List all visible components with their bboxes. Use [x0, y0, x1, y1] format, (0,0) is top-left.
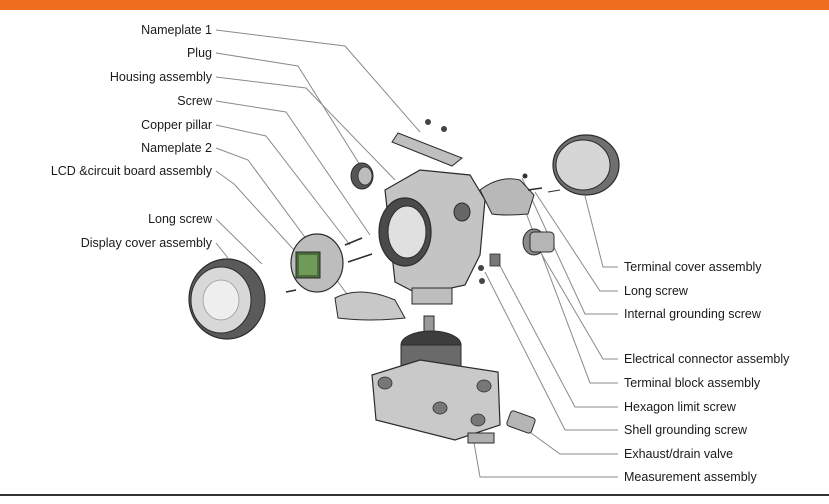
label-nameplate-1: Nameplate 1 [141, 23, 212, 37]
label-nameplate-2: Nameplate 2 [141, 141, 212, 155]
label-measurement: Measurement assembly [624, 470, 757, 484]
leader-long-screw-left [215, 218, 263, 265]
leader-hexagon-limit [497, 261, 618, 408]
label-electrical-connector: Electrical connector assembly [624, 352, 790, 366]
leader-measurement [469, 419, 618, 478]
leader-nameplate-1 [215, 29, 421, 133]
bottom-divider [0, 494, 829, 496]
label-plug: Plug [186, 46, 212, 60]
nameplate-1-part [391, 119, 463, 167]
label-exhaust-valve: Exhaust/drain valve [624, 447, 734, 461]
leader-terminal-block [524, 209, 618, 384]
label-lcd-circuit-board: LCD &circuit board assembly [50, 164, 212, 178]
measurement-part [371, 315, 501, 444]
electrical-connector-part [522, 228, 555, 256]
plug-part [350, 162, 374, 190]
leader-housing [215, 76, 396, 181]
label-screw: Screw [177, 94, 212, 108]
leader-screw [215, 100, 371, 236]
leader-plug [215, 52, 361, 166]
leader-terminal-cover [584, 195, 618, 268]
right-leader-lines [469, 177, 618, 478]
label-shell-grounding: Shell grounding screw [624, 423, 747, 437]
label-housing-assembly: Housing assembly [109, 70, 212, 84]
leader-shell-grounding [484, 271, 618, 431]
leader-display-cover [215, 242, 229, 259]
housing-part [378, 169, 486, 305]
label-terminal-cover: Terminal cover assembly [624, 260, 762, 274]
label-terminal-block: Terminal block assembly [624, 376, 761, 390]
leader-long-screw-right [534, 191, 618, 292]
label-hexagon-limit: Hexagon limit screw [624, 400, 736, 414]
header-accent-bar [0, 0, 829, 10]
nameplate-2-part [334, 291, 406, 321]
display-cover-part [188, 258, 266, 340]
leader-lcd [215, 170, 306, 263]
label-copper-pillar: Copper pillar [141, 118, 212, 132]
leader-electrical-connector [537, 247, 618, 360]
terminal-block-part [479, 173, 543, 216]
label-long-screw-right: Long screw [624, 284, 688, 298]
leader-exhaust-valve [519, 424, 618, 455]
lcd-board-part [285, 233, 373, 293]
leader-internal-grounding [521, 177, 618, 315]
terminal-cover-part [547, 134, 620, 196]
leader-copper-pillar [215, 124, 351, 246]
label-internal-grounding: Internal grounding screw [624, 307, 761, 321]
small-screws-part [478, 253, 501, 284]
exhaust-valve-part [506, 410, 536, 434]
label-display-cover: Display cover assembly [80, 236, 212, 250]
label-long-screw-left: Long screw [148, 212, 212, 226]
